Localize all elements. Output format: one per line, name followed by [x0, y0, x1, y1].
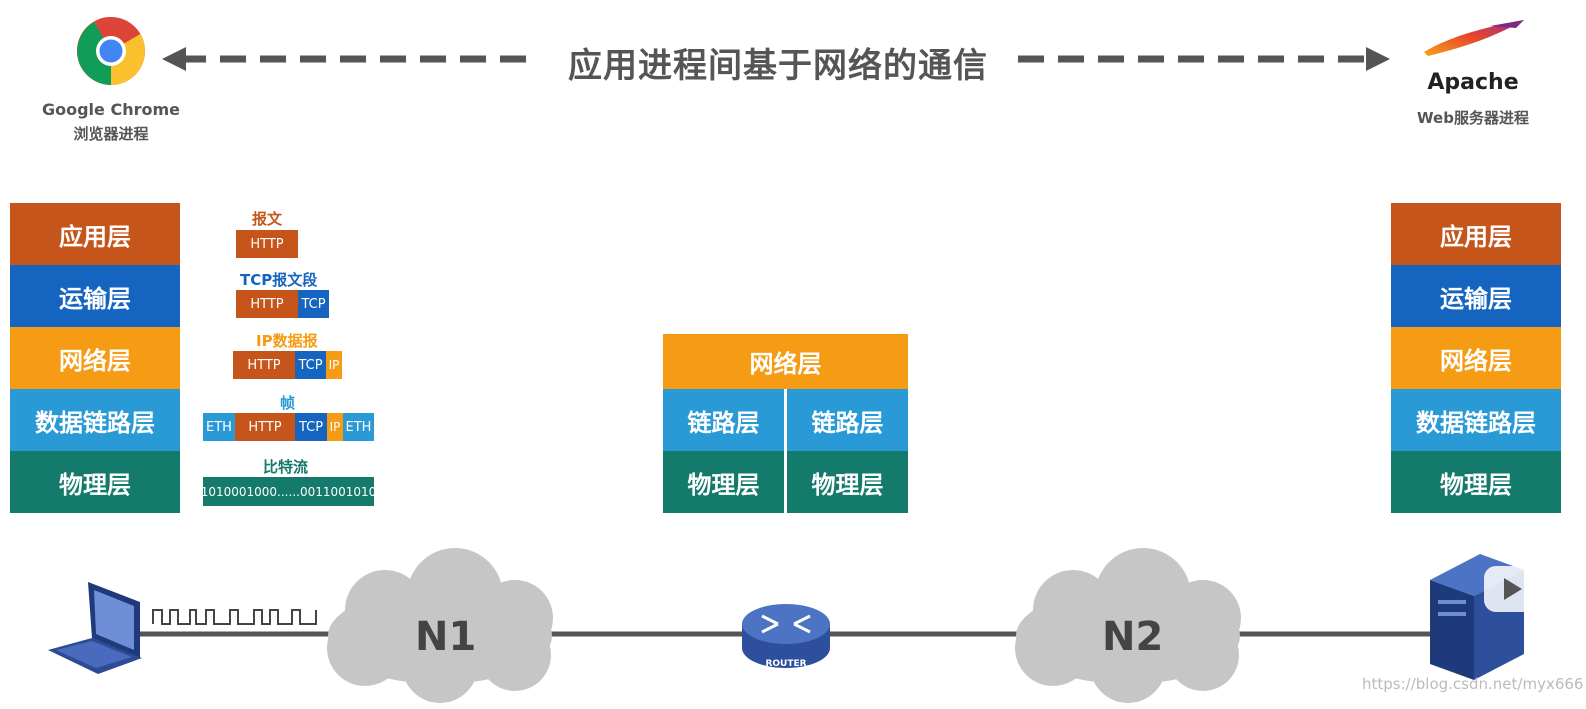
router-physical-layer-left: 物理层 [663, 451, 784, 513]
left-datalink-layer: 数据链路层 [10, 389, 180, 451]
frame-http: HTTP [235, 413, 295, 441]
network-topology [48, 548, 1538, 703]
left-network-layer: 网络层 [10, 327, 180, 389]
segment-http: HTTP [236, 290, 298, 318]
router-label: ROUTER [765, 659, 807, 669]
communication-arrow [162, 47, 1390, 71]
page-title: 应用进程间基于网络的通信 [568, 46, 988, 86]
left-transport-layer: 运输层 [10, 265, 180, 327]
datagram-http: HTTP [233, 351, 295, 379]
laptop-icon [48, 582, 142, 674]
cloud-n2-label: N2 [1102, 614, 1164, 660]
bitstream-label: 比特流 [263, 458, 309, 476]
frame-tcp: TCP [295, 413, 327, 441]
play-icon [1484, 566, 1538, 612]
right-network-layer: 网络层 [1391, 327, 1561, 389]
right-transport-layer: 运输层 [1391, 265, 1561, 327]
right-app-desc: Web服务器进程 [1417, 109, 1529, 127]
right-physical-layer: 物理层 [1391, 451, 1561, 513]
router-network-layer: 网络层 [663, 334, 908, 389]
datagram-tcp: TCP [295, 351, 326, 379]
signal-waveform-icon [152, 609, 317, 625]
right-app-name: Apache [1427, 70, 1519, 95]
datagram-ip: IP [326, 351, 342, 379]
cloud-n1-icon [327, 548, 553, 703]
watermark: https://blog.csdn.net/myx666 [1362, 675, 1584, 693]
segment-tcp: TCP [298, 290, 329, 318]
left-physical-layer: 物理层 [10, 451, 180, 513]
chrome-icon [76, 16, 146, 86]
datagram-label: IP数据报 [256, 332, 318, 350]
frame-eth-tail: ETH [343, 413, 374, 441]
frame-eth-head: ETH [203, 413, 235, 441]
segment-label: TCP报文段 [240, 271, 318, 289]
message-label: 报文 [252, 210, 283, 228]
message-http: HTTP [236, 230, 298, 258]
cloud-n2-icon [1015, 548, 1241, 703]
router-link-layer-left: 链路层 [663, 389, 784, 451]
right-datalink-layer: 数据链路层 [1391, 389, 1561, 451]
bitstream-value: 1010001000......0011001010 [201, 477, 376, 506]
left-app-name: Google Chrome [41, 100, 180, 119]
right-application-layer: 应用层 [1391, 203, 1561, 265]
router-icon [742, 604, 830, 668]
frame-label: 帧 [280, 394, 296, 412]
cloud-n1-label: N1 [415, 614, 477, 660]
left-application-layer: 应用层 [10, 203, 180, 265]
router-physical-layer-right: 物理层 [787, 451, 908, 513]
frame-ip: IP [327, 413, 343, 441]
left-app-desc: 浏览器进程 [73, 125, 149, 143]
apache-feather-icon [1420, 16, 1528, 60]
router-link-layer-right: 链路层 [787, 389, 908, 451]
